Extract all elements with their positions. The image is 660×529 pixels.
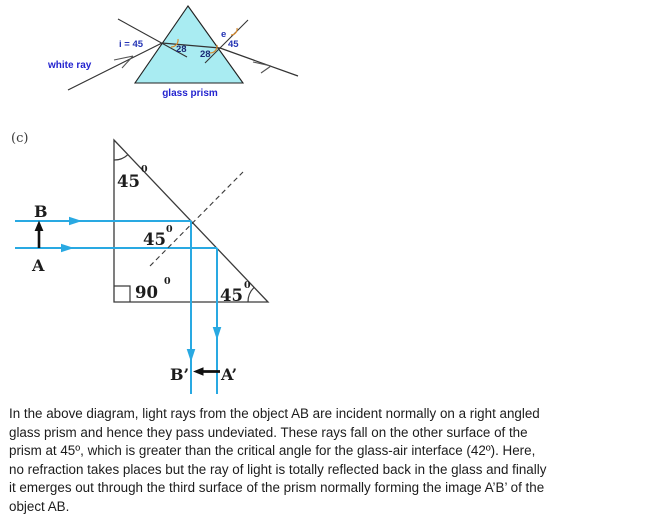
object-arrow-head [34, 220, 44, 231]
object-label-b: B [34, 202, 48, 221]
emergent-angle-label: 45 [228, 39, 239, 50]
base-angle-arc [247, 287, 255, 303]
refraction-angle-label-right: 28 [200, 49, 211, 60]
base-angle-sup: 0 [244, 280, 251, 291]
tir-diagram: (c) B A 45 0 45 0 90 0 45 0 B’ A’ [11, 131, 270, 394]
apex-angle-label: 45 [117, 172, 140, 191]
caption: In the above diagram, light rays from th… [9, 405, 655, 517]
object-label-a: A [31, 256, 45, 275]
reflected-ray-b-arrowhead [186, 349, 196, 362]
prism-triangle [133, 5, 245, 84]
entry-normal-line [117, 18, 188, 58]
reflected-ray-a-arrowhead [212, 327, 222, 340]
exit-angle-arc [209, 44, 218, 54]
incidence-angle-sup: 0 [166, 224, 173, 235]
caption-line: it emerges out through the third surface… [9, 480, 545, 496]
entry-angle-arc [170, 38, 179, 48]
base-angle-label: 45 [220, 286, 243, 305]
emergent-ray-line [219, 47, 299, 77]
incident-angle-label: i = 45 [119, 39, 144, 50]
right-angle-label: 90 [135, 283, 158, 302]
glass-prism-label: glass prism [162, 88, 218, 99]
image-label-a-prime: A’ [220, 365, 237, 384]
image-arrow-head [193, 367, 204, 376]
apex-angle-arc [113, 154, 129, 161]
caption-line: prism at 45º, which is greater than the … [9, 443, 536, 459]
internal-ray-line [161, 42, 221, 49]
white-ray-label: white ray [47, 60, 92, 71]
hypotenuse-normal-dashed-line [149, 171, 244, 267]
caption-line: glass prism and hence they pass undeviat… [9, 424, 528, 440]
caption-line: object AB. [9, 498, 70, 514]
emergent-symbol-label: e [221, 29, 226, 40]
incident-ray-line [67, 42, 163, 91]
section-label: (c) [11, 131, 28, 146]
emergent-ray-arrowhead [252, 61, 272, 74]
caption-line: In the above diagram, light rays from th… [9, 406, 540, 421]
emergent-angle-arc [230, 27, 238, 36]
right-angle-marker [114, 285, 131, 302]
ray-b-arrowhead [69, 216, 82, 226]
apex-angle-sup: 0 [141, 164, 148, 175]
exit-normal-line [204, 19, 249, 64]
refraction-angle-label-left: 28 [176, 44, 187, 55]
prism-diagram: white ray glass prism i = 45 28 28 e 45 [47, 5, 299, 99]
ray-a-arrowhead [61, 243, 74, 253]
image-label-b-prime: B’ [170, 365, 189, 384]
incident-ray-arrowhead [113, 55, 134, 69]
caption-line: no refraction takes places but the ray o… [9, 461, 547, 477]
incidence-angle-label: 45 [143, 230, 166, 249]
right-angle-sup: 0 [164, 276, 171, 287]
